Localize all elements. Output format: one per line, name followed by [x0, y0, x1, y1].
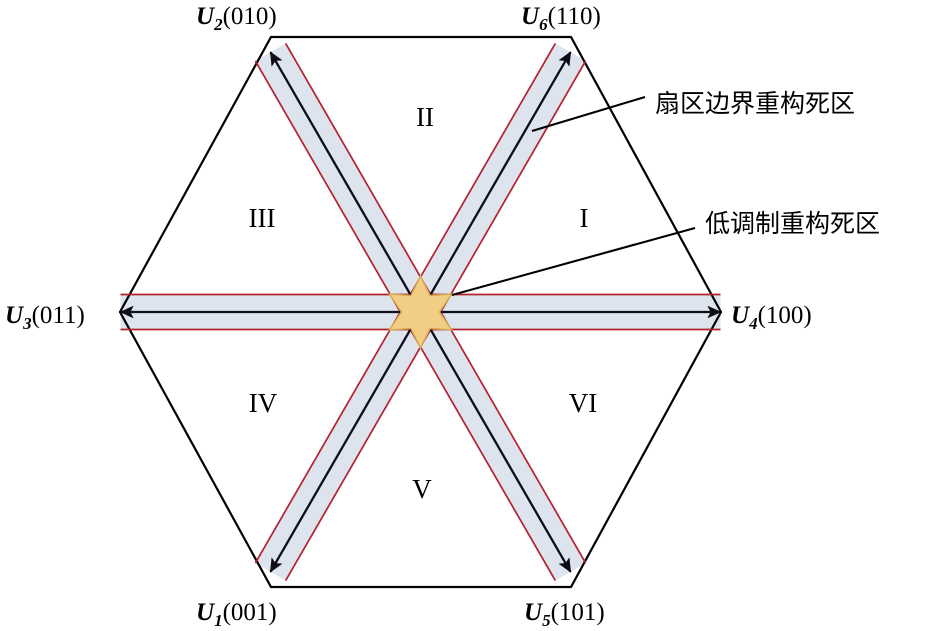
annotation-sector-boundary-deadzone: 扇区边界重构死区 — [655, 89, 855, 118]
voltage-vector-axis-u5 — [419, 311, 572, 573]
vertex-label-u6: U6(110) — [521, 3, 601, 34]
label-sector-6: VI — [569, 388, 598, 418]
low-modulation-deadzone-star — [387, 274, 454, 350]
annotation-low-modulation-deadzone: 低调制重构死区 — [705, 209, 880, 238]
voltage-vector-axes — [119, 51, 722, 573]
vertex-label-u4: U4(100) — [731, 302, 812, 333]
voltage-vector-axis-u2 — [269, 51, 422, 313]
vertex-label-u1: U1(001) — [196, 599, 277, 630]
vertex-labels: U2(010) U6(110) U4(100) U5(101) U1(001) U3(01… — [5, 3, 812, 630]
leader-low-modulation-deadzone — [451, 226, 696, 297]
label-sector-3: III — [249, 203, 276, 233]
voltage-vector-axis-u6 — [419, 51, 572, 313]
label-sector-4: IV — [249, 388, 278, 418]
low-modulation-star — [387, 274, 454, 350]
label-sector-5: V — [412, 474, 432, 504]
label-sector-1: I — [580, 203, 589, 233]
annotation-leader-lines — [451, 95, 696, 297]
vertex-label-u3: U3(011) — [5, 302, 85, 333]
vertex-label-u2: U2(010) — [196, 3, 277, 34]
vertex-label-u5: U5(101) — [524, 599, 605, 630]
label-sector-2: II — [416, 102, 434, 132]
voltage-vector-axis-u1 — [269, 311, 422, 573]
leader-sector-boundary-deadzone — [531, 95, 646, 133]
